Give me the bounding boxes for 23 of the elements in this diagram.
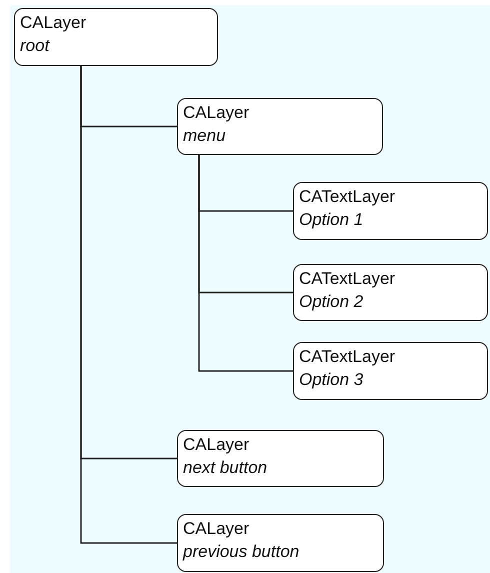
class-name: CALayer: [20, 12, 88, 34]
layer-box: [293, 342, 488, 400]
layer-name: menu: [183, 125, 227, 147]
layer-box: [177, 430, 384, 487]
layer-box: [293, 264, 488, 321]
class-name: CALayer: [183, 434, 250, 456]
layer-name: Option 2: [299, 291, 364, 313]
layer-name: Option 1: [299, 209, 364, 231]
class-name: CALayer: [183, 518, 250, 540]
layer-box: [293, 182, 488, 240]
class-name: CATextLayer: [299, 346, 396, 368]
connector-line: [198, 155, 293, 372]
class-name: CATextLayer: [299, 186, 396, 208]
connector-line: [80, 66, 177, 544]
layer-name: next button: [183, 457, 268, 479]
layer-name: previous button: [183, 541, 300, 563]
layer-box: [177, 98, 383, 155]
class-name: CALayer: [183, 102, 250, 124]
layer-name: root: [20, 35, 51, 57]
layer-box: [14, 8, 218, 66]
layer-name: Option 3: [299, 369, 364, 391]
layer-box: [177, 514, 384, 572]
class-name: CATextLayer: [299, 268, 396, 290]
